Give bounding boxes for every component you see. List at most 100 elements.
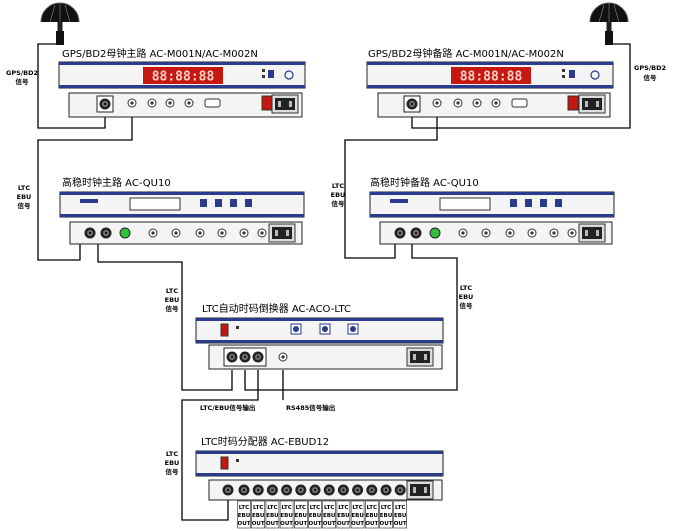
svg-text:EBU: EBU <box>323 513 335 519</box>
svg-text:OUT: OUT <box>323 521 336 527</box>
svg-text:OUT: OUT <box>351 521 364 527</box>
svg-text:EBU: EBU <box>165 459 180 467</box>
svg-text:OUT: OUT <box>309 521 322 527</box>
svg-text:OUT: OUT <box>280 521 293 527</box>
svg-text:EBU: EBU <box>337 513 349 519</box>
label-ltc-left-bot: LTC EBU 信号 <box>165 450 180 476</box>
distributor-output-label: LTC EBU OUT <box>364 500 379 529</box>
distributor-output-label: LTC EBU OUT <box>265 500 280 529</box>
distributor-output-bnc-icon <box>295 484 307 496</box>
svg-text:LTC: LTC <box>18 184 30 192</box>
svg-text:OUT: OUT <box>252 521 265 527</box>
svg-text:OUT: OUT <box>365 521 378 527</box>
distributor-output-label: LTC EBU OUT <box>322 500 337 529</box>
svg-text:EBU: EBU <box>351 513 363 519</box>
distributor-output-label: LTC EBU OUT <box>237 500 251 529</box>
svg-text:OUT: OUT <box>294 521 307 527</box>
distributor-output-bnc-icon <box>238 484 250 496</box>
svg-text:LTC: LTC <box>324 505 334 511</box>
svg-text:LTC: LTC <box>253 505 263 511</box>
distributor-output-labels: LTCEBUOUTLTCEBUOUTLTCEBUOUTLTCEBUOUTLTCE… <box>237 500 408 529</box>
svg-text:EBU: EBU <box>165 296 180 304</box>
master-backup-title: GPS/BD2母钟备路 AC-M001N/AC-M002N <box>368 47 564 60</box>
master-main-led-display: 88:88:88 <box>152 70 215 85</box>
gps-antenna-left-icon <box>40 2 80 46</box>
svg-text:EBU: EBU <box>238 513 250 519</box>
svg-text:EBU: EBU <box>366 513 378 519</box>
svg-text:EBU: EBU <box>459 293 474 301</box>
svg-text:GPS/BD2: GPS/BD2 <box>6 69 38 77</box>
distributor-rear-panel <box>208 479 443 501</box>
distributor-output-label: LTC EBU OUT <box>350 500 365 529</box>
svg-text:LTC: LTC <box>352 505 362 511</box>
label-gps-right: GPS/BD2 信号 <box>634 64 666 82</box>
svg-text:LTC: LTC <box>281 505 291 511</box>
svg-text:信号: 信号 <box>332 199 346 208</box>
svg-text:OUT: OUT <box>238 521 251 527</box>
svg-text:EBU: EBU <box>266 513 278 519</box>
svg-text:信号: 信号 <box>18 201 32 210</box>
master-backup-rear-panel <box>377 92 611 118</box>
master-backup-led-display: 88:88:88 <box>460 70 523 85</box>
svg-text:信号: 信号 <box>166 467 180 476</box>
svg-text:信号: 信号 <box>16 77 30 86</box>
label-rs485-out: RS485信号输出 <box>286 403 335 412</box>
switcher-title: LTC自动时码倒换器 AC-ACO-LTC <box>202 302 351 315</box>
svg-text:EBU: EBU <box>394 513 406 519</box>
label-ltc-right-mid: LTC EBU 信号 <box>459 284 474 310</box>
distributor-output-bnc-icon <box>281 484 293 496</box>
svg-text:LTC: LTC <box>395 505 405 511</box>
svg-text:LTC: LTC <box>239 505 249 511</box>
distributor-output-bnc-icon <box>266 484 278 496</box>
hs-backup-title: 高稳时钟备路 AC-QU10 <box>370 176 479 189</box>
distributor-output-bnc-icon <box>252 484 264 496</box>
label-ltc-out: LTC/EBU信号输出 <box>200 403 255 412</box>
hs-backup-front-panel <box>369 191 615 218</box>
switcher-rear-panel <box>208 344 443 370</box>
distributor-output-bnc-icon <box>380 484 392 496</box>
label-ltc-left-mid: LTC EBU 信号 <box>165 287 180 313</box>
svg-text:LTC: LTC <box>381 505 391 511</box>
master-main-rear-panel <box>68 92 303 118</box>
svg-text:OUT: OUT <box>266 521 279 527</box>
distributor-output-label: LTC EBU OUT <box>308 500 322 529</box>
distributor-output-bnc-icon <box>366 484 378 496</box>
label-ltc-mid-top: LTC EBU 信号 <box>331 182 346 208</box>
svg-text:EBU: EBU <box>295 513 307 519</box>
svg-text:LTC: LTC <box>338 505 348 511</box>
svg-text:信号: 信号 <box>460 301 474 310</box>
label-gps-left: GPS/BD2 信号 <box>6 69 38 86</box>
distributor-output-bnc-icon <box>337 484 349 496</box>
label-ltc-left-top: LTC EBU 信号 <box>17 184 32 210</box>
distributor-title: LTC时码分配器 AC-EBUD12 <box>201 436 329 448</box>
svg-text:LTC: LTC <box>296 505 306 511</box>
svg-text:LTC: LTC <box>367 505 377 511</box>
svg-text:GPS/BD2: GPS/BD2 <box>634 64 666 72</box>
svg-text:EBU: EBU <box>309 513 321 519</box>
svg-text:LTC: LTC <box>460 284 472 292</box>
master-backup-front-panel: 88:88:88 <box>366 61 614 89</box>
svg-text:LTC: LTC <box>166 450 178 458</box>
master-main-title: GPS/BD2母钟主路 AC-M001N/AC-M002N <box>62 47 258 60</box>
distributor-output-label: LTC EBU OUT <box>293 500 308 529</box>
svg-text:LTC: LTC <box>332 182 344 190</box>
svg-text:信号: 信号 <box>644 73 658 82</box>
master-main-front-panel: 88:88:88 <box>58 61 306 89</box>
hs-main-title: 高稳时钟主路 AC-QU10 <box>62 176 171 189</box>
hs-main-rear-panel <box>69 221 303 245</box>
hs-main-front-panel <box>59 191 305 218</box>
svg-text:EBU: EBU <box>331 191 346 199</box>
distributor-output-bnc-icon <box>309 484 321 496</box>
svg-text:OUT: OUT <box>380 521 393 527</box>
distributor-front-panel <box>195 450 444 477</box>
svg-text:LTC: LTC <box>310 505 320 511</box>
distributor-output-bnc-icon <box>394 484 406 496</box>
distributor-output-bnc-icon <box>352 484 364 496</box>
svg-text:LTC: LTC <box>267 505 277 511</box>
